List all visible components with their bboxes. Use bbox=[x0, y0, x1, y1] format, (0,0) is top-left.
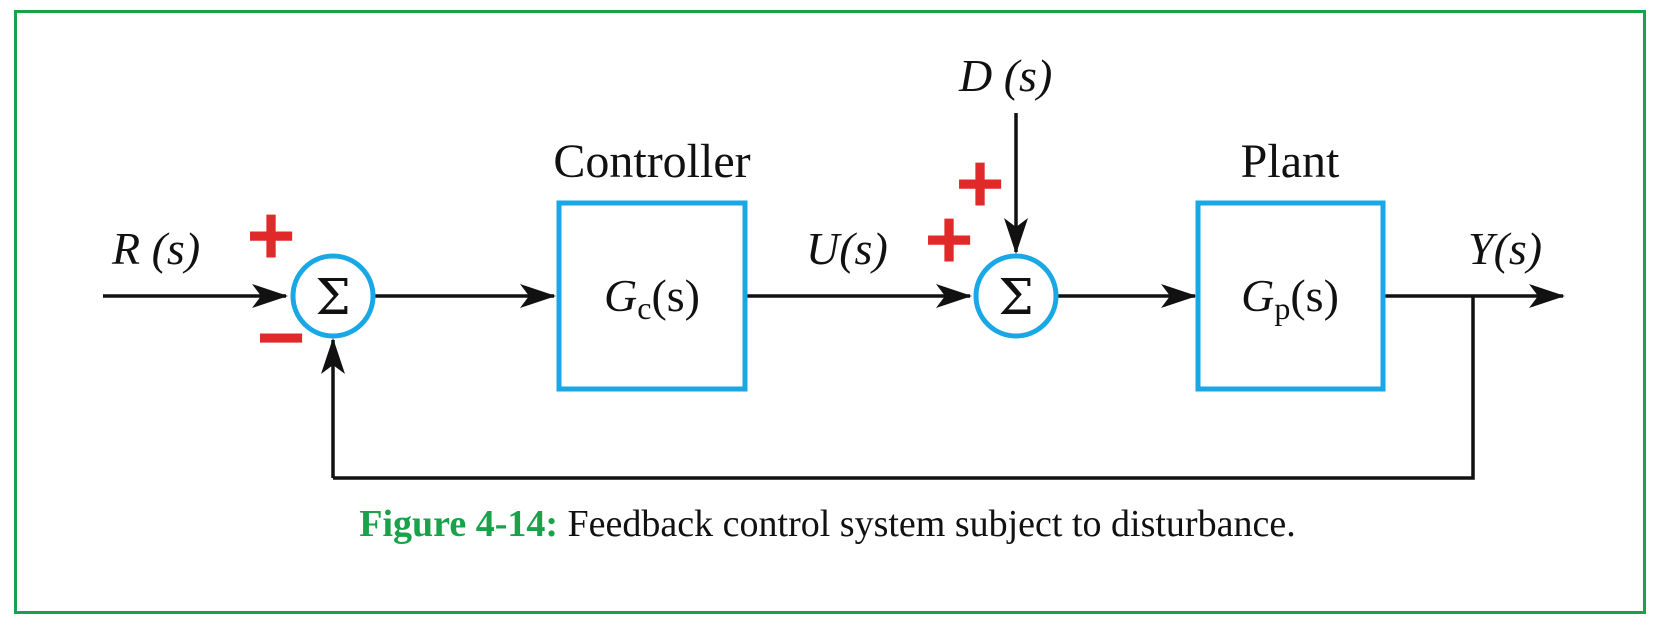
figure-caption: Figure 4-14: Feedback control system sub… bbox=[0, 502, 1655, 546]
figure-frame bbox=[14, 10, 1646, 614]
figure-caption-label: Figure 4-14: bbox=[359, 503, 559, 545]
sum2-circle bbox=[973, 253, 1059, 339]
sigma-icon: Σ bbox=[315, 268, 350, 326]
plant-transfer-function: Gp(s) bbox=[1241, 270, 1339, 326]
controller-transfer-function: Gc(s) bbox=[604, 270, 700, 326]
control-signal-label: U(s) bbox=[806, 223, 888, 274]
plant-title: Plant bbox=[1241, 135, 1340, 188]
sigma-icon: Σ bbox=[998, 268, 1033, 326]
sum1-circle bbox=[290, 253, 376, 339]
sum1-minus-sign: − bbox=[256, 290, 305, 384]
sum2-disturbance-plus-sign: + bbox=[955, 136, 1004, 230]
feedback-path bbox=[333, 296, 1475, 480]
sum1-plus-sign: + bbox=[246, 188, 295, 282]
controller-title: Controller bbox=[553, 135, 750, 188]
input-signal-label: R (s) bbox=[111, 223, 200, 274]
sum2-input-plus-sign: + bbox=[924, 192, 973, 286]
summing-junction-2: Σ bbox=[973, 253, 1059, 339]
plant-block bbox=[1195, 200, 1386, 392]
output-signal-label: Y(s) bbox=[1468, 223, 1542, 274]
figure-caption-text: Feedback control system subject to distu… bbox=[558, 503, 1296, 545]
controller-block bbox=[556, 200, 748, 392]
summing-junction-1: Σ bbox=[290, 253, 376, 339]
disturbance-signal-label: D (s) bbox=[958, 50, 1052, 101]
